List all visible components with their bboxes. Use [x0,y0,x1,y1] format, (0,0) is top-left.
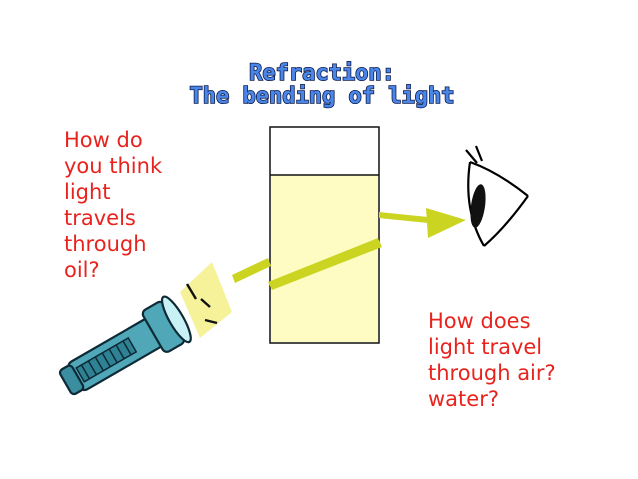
question-line: travels [64,206,136,230]
question-line: How do [64,128,143,152]
slide-title: Refraction: The bending of light [189,60,456,110]
question-air-water: How does light travel through air? water… [428,308,556,412]
light-ray-arrow [232,208,466,290]
title-line-2: The bending of light [190,84,455,109]
question-line: oil? [64,258,100,282]
flashlight-icon [58,262,232,396]
title-line-1: Refraction: [249,61,395,86]
question-line: through air? [428,361,556,385]
question-line: light [64,180,111,204]
question-oil: How do you think light travels through o… [64,127,162,283]
question-line: through [64,232,147,256]
eye-icon [465,145,529,247]
glass-container [269,126,380,344]
question-line: light travel [428,335,543,359]
question-line: How does [428,309,531,333]
question-line: you think [64,154,163,178]
question-line: water? [428,387,499,411]
